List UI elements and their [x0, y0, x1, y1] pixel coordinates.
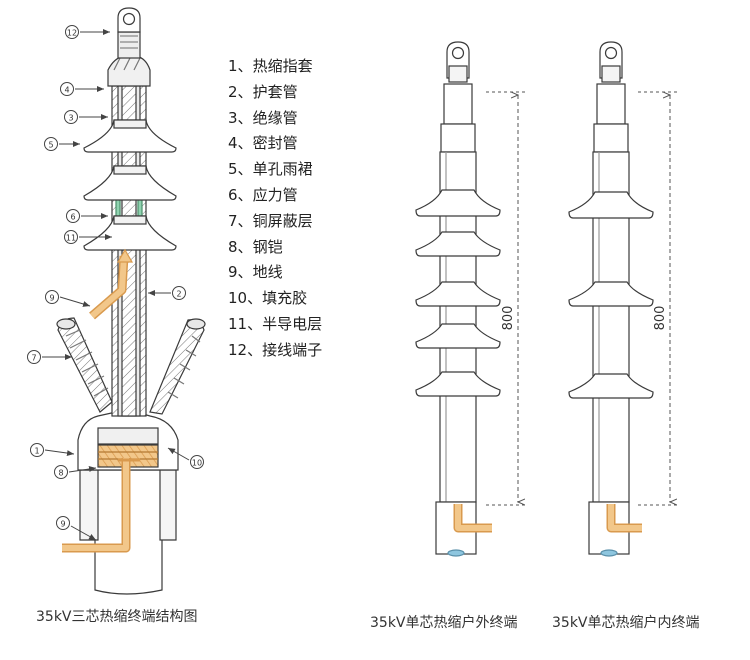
legend-item: 2、护套管: [228, 82, 298, 101]
callout-2-label: 2: [176, 290, 181, 299]
outdoor-shed-3: [415, 281, 501, 307]
caption-outdoor: 35kV单芯热缩户外终端: [370, 615, 518, 631]
outdoor-shed-5: [415, 371, 501, 397]
callout-5: 5: [44, 137, 80, 151]
indoor-termination-drawing: [568, 41, 654, 557]
indoor-dimension-label: 800: [653, 306, 668, 331]
caption-indoor: 35kV单芯热缩户内终端: [552, 615, 700, 631]
shed-1: [83, 119, 177, 153]
callout-12-label: 12: [67, 29, 77, 38]
callout-11-label: 11: [66, 234, 76, 243]
callout-3: 3: [64, 110, 108, 124]
outdoor-shed-4: [415, 323, 501, 349]
legend-item: 10、填充胶: [228, 289, 308, 308]
legend-item: 12、接线端子: [228, 340, 323, 359]
callout-3-label: 3: [68, 114, 73, 123]
shed-3: [83, 215, 177, 251]
outdoor-sealing-tube: [443, 83, 473, 125]
callout-7: 7: [27, 350, 72, 364]
outdoor-shed-2: [415, 231, 501, 257]
core-right: [149, 319, 205, 415]
outdoor-termination-drawing: [415, 41, 501, 557]
callout-11: 11: [64, 230, 112, 244]
callout-8-label: 8: [58, 469, 63, 478]
callout-9-lower-label: 9: [60, 520, 65, 529]
callout-1-label: 1: [34, 447, 39, 456]
callouts: 12 4 3 5 6 11 9: [27, 25, 204, 541]
callout-6: 6: [66, 209, 108, 223]
finger-glove-lower-right: [159, 469, 177, 541]
legend-item: 7、铜屏蔽层: [228, 211, 313, 230]
finger-glove-lower: [79, 469, 99, 541]
indoor-shed-3: [568, 373, 654, 399]
legend-item: 9、地线: [228, 263, 283, 282]
callout-9-lower: 9: [56, 516, 97, 541]
legend-item: 11、半导电层: [228, 314, 323, 333]
indoor-cable-end: [600, 549, 618, 557]
outdoor-cable-end: [447, 549, 465, 557]
outdoor-shed-1: [415, 189, 501, 217]
callout-9-upper-label: 9: [49, 294, 54, 303]
callout-9-upper: 9: [45, 290, 91, 307]
component-legend: 1、热缩指套 2、护套管 3、绝缘管 4、密封管 5、单孔雨裙 6、应力管 7、…: [228, 54, 322, 364]
indoor-sealing-tube: [596, 83, 626, 125]
callout-4-label: 4: [64, 86, 69, 95]
legend-item: 8、钢铠: [228, 237, 283, 256]
indoor-shed-1: [568, 191, 654, 219]
legend-item: 3、绝缘管: [228, 108, 298, 127]
core-left: [57, 317, 113, 413]
callout-2: 2: [148, 286, 186, 300]
outdoor-dimension-label: 800: [501, 306, 516, 331]
callout-4: 4: [60, 82, 104, 96]
indoor-shed-2: [568, 281, 654, 307]
legend-item: 5、单孔雨裙: [228, 160, 313, 179]
callout-7-label: 7: [31, 354, 36, 363]
three-core-termination-drawing: [56, 7, 206, 595]
shed-2: [83, 165, 177, 201]
callout-12: 12: [65, 25, 110, 39]
outdoor-dimension: [486, 91, 528, 506]
callout-1: 1: [30, 443, 75, 457]
callout-5-label: 5: [48, 141, 53, 150]
callout-6-label: 6: [70, 213, 75, 222]
legend-item: 4、密封管: [228, 134, 298, 153]
callout-8: 8: [54, 465, 97, 479]
callout-10: 10: [167, 447, 204, 469]
caption-three-core: 35kV三芯热缩终端结构图: [36, 609, 198, 625]
legend-item: 1、热缩指套: [228, 57, 313, 75]
legend-item: 6、应力管: [228, 185, 298, 204]
callout-10-label: 10: [192, 459, 202, 468]
indoor-dimension: [638, 91, 680, 506]
